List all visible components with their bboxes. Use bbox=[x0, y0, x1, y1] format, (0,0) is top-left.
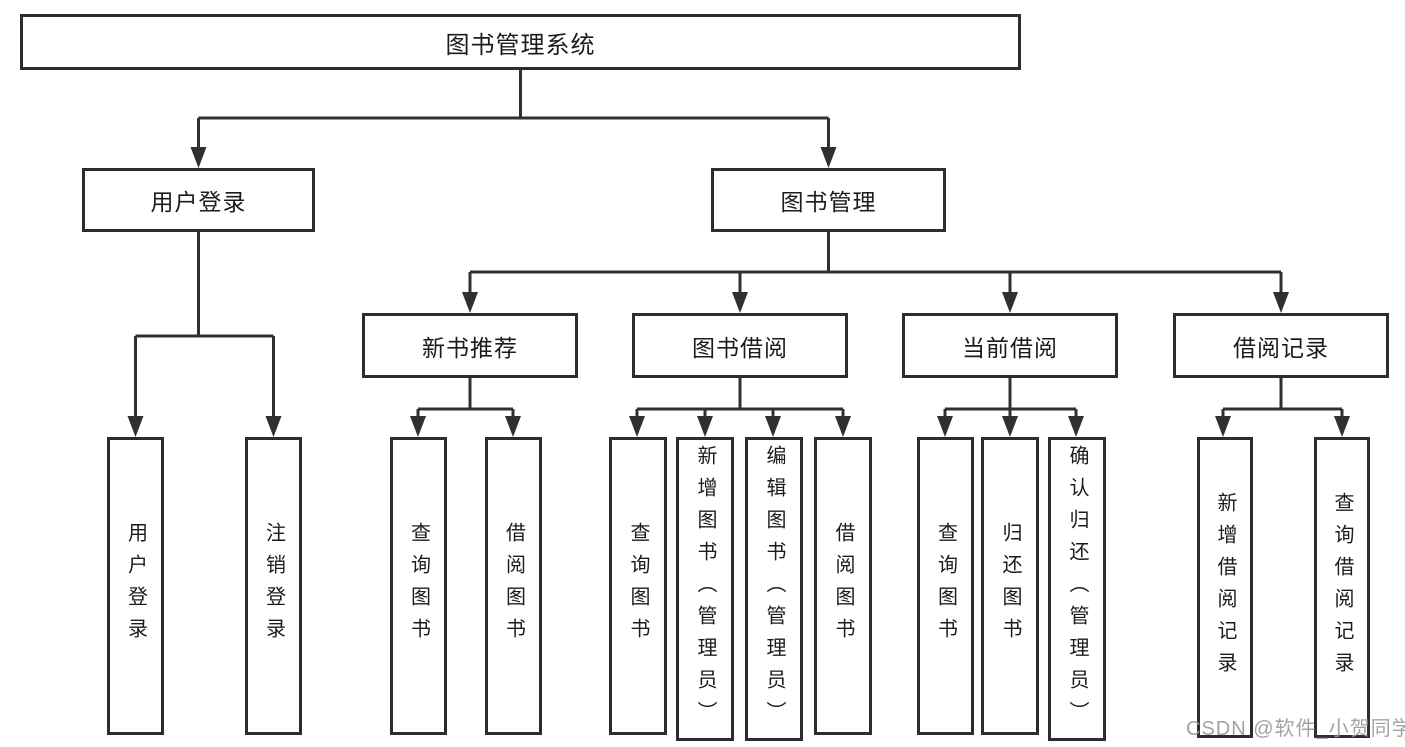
node-book-management: 图书管理 bbox=[711, 168, 946, 232]
node-root-label: 图书管理系统 bbox=[445, 31, 596, 59]
leaf-logout-label: 注销登录 bbox=[262, 522, 285, 650]
leaf-query-borrow-record-label: 查询借阅记录 bbox=[1331, 491, 1353, 684]
leaf-borrow-books: 借阅图书 bbox=[814, 437, 872, 735]
leaf-user-login: 用户登录 bbox=[107, 437, 164, 735]
leaf-confirm-return-admin: 确认归还（管理员） bbox=[1048, 437, 1106, 741]
leaf-query-borrow-record: 查询借阅记录 bbox=[1314, 437, 1370, 738]
leaf-borrow-books-label: 借阅图书 bbox=[832, 522, 854, 650]
node-book-borrow-label: 图书借阅 bbox=[692, 334, 788, 361]
leaf-borrow-books-recommend: 借阅图书 bbox=[485, 437, 542, 735]
node-root: 图书管理系统 bbox=[20, 14, 1021, 70]
connector-book-management-branch bbox=[462, 232, 1289, 313]
leaf-query-books-recommend: 查询图书 bbox=[390, 437, 447, 735]
csdn-watermark: CSDN @软件_小贺同学 bbox=[1186, 718, 1405, 740]
leaf-add-borrow-record-label: 新增借阅记录 bbox=[1214, 491, 1236, 684]
leaf-query-books-borrow: 查询图书 bbox=[609, 437, 667, 735]
leaf-confirm-return-admin-label: 确认归还（管理员） bbox=[1066, 445, 1088, 733]
leaf-edit-book-admin: 编辑图书（管理员） bbox=[745, 437, 803, 741]
connector-new-book-branch bbox=[410, 378, 521, 437]
node-new-book-recommend: 新书推荐 bbox=[362, 313, 578, 378]
leaf-add-book-admin-label: 新增图书（管理员） bbox=[694, 445, 716, 733]
connector-user-login-branch bbox=[127, 232, 282, 437]
node-borrow-records: 借阅记录 bbox=[1173, 313, 1389, 378]
node-current-borrow-label: 当前借阅 bbox=[962, 334, 1058, 361]
leaf-query-books-borrow-label: 查询图书 bbox=[627, 522, 649, 650]
leaf-user-login-label: 用户登录 bbox=[124, 522, 147, 650]
leaf-query-books-recommend-label: 查询图书 bbox=[407, 522, 430, 650]
node-borrow-records-label: 借阅记录 bbox=[1233, 334, 1329, 361]
connector-current-borrow-branch bbox=[937, 378, 1084, 437]
leaf-add-book-admin: 新增图书（管理员） bbox=[676, 437, 734, 741]
connector-borrow-records-branch bbox=[1215, 378, 1350, 437]
node-user-login-label: 用户登录 bbox=[150, 189, 247, 215]
leaf-return-book-label: 归还图书 bbox=[999, 522, 1021, 650]
leaf-edit-book-admin-label: 编辑图书（管理员） bbox=[763, 445, 785, 733]
leaf-logout: 注销登录 bbox=[245, 437, 302, 735]
node-book-borrow: 图书借阅 bbox=[632, 313, 848, 378]
leaf-query-books-current: 查询图书 bbox=[917, 437, 974, 735]
node-new-book-recommend-label: 新书推荐 bbox=[422, 334, 518, 361]
leaf-borrow-books-recommend-label: 借阅图书 bbox=[502, 522, 525, 650]
node-current-borrow: 当前借阅 bbox=[902, 313, 1118, 378]
node-user-login: 用户登录 bbox=[82, 168, 315, 232]
leaf-return-book: 归还图书 bbox=[981, 437, 1039, 735]
connector-book-borrow-branch bbox=[629, 378, 851, 437]
leaf-query-books-current-label: 查询图书 bbox=[934, 522, 957, 650]
connector-root-to-level2 bbox=[190, 70, 837, 168]
leaf-add-borrow-record: 新增借阅记录 bbox=[1197, 437, 1253, 738]
node-book-management-label: 图书管理 bbox=[780, 189, 877, 215]
